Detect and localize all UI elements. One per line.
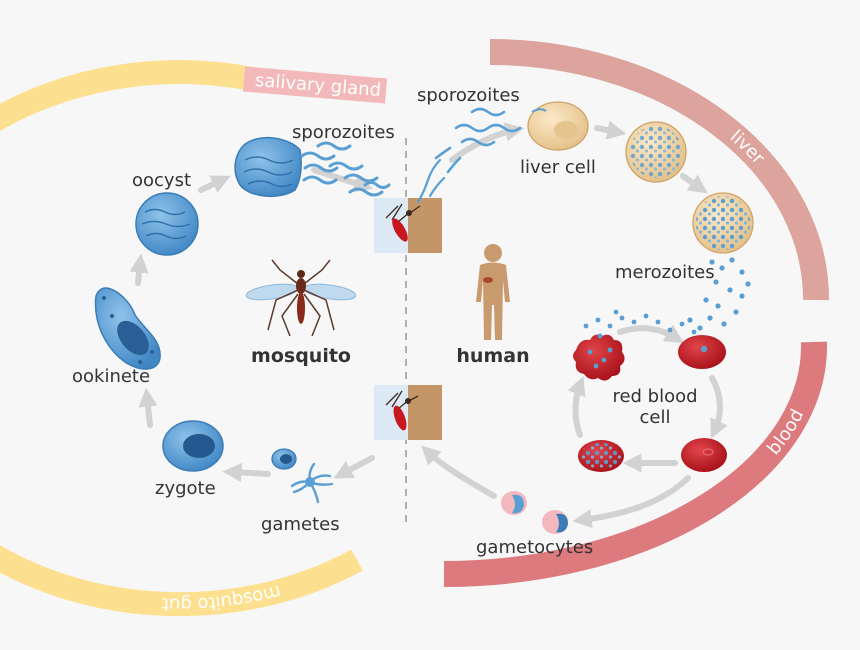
sporozoites-mosquito-label: sporozoites: [292, 122, 395, 143]
arrow-gametocytes-to-bite: [421, 445, 497, 499]
arrow-rbc-to-gametocytes: [572, 475, 691, 529]
merozoites-label: merozoites: [615, 262, 715, 283]
mosquito-icon: [245, 259, 357, 337]
arrow-zygote-to-ookinete: [138, 387, 158, 428]
infected-red-blood-cell-icon: [678, 335, 726, 369]
mosquito-label: mosquito: [251, 345, 351, 367]
infected-liver-cell-icon: [625, 121, 687, 183]
arrow-merozoite-release: [617, 324, 685, 344]
arrow-liver-cell-to-infected: [594, 120, 627, 140]
sporozoites-human-icon: [434, 107, 522, 174]
mosquito-bite-top-icon: [374, 158, 446, 253]
red-blood-cell-label-line2: cell: [640, 407, 671, 428]
arrow-gametes-to-zygote: [222, 462, 271, 483]
bursting-red-blood-cell-icon: [573, 309, 697, 381]
gametes-icon: [271, 448, 334, 504]
mosquito-bite-bottom-icon: [374, 385, 442, 440]
gametocytes-icon: [501, 491, 568, 534]
arrow-sporozoites-to-gland: [311, 167, 374, 193]
human-silhouette-icon: [476, 244, 510, 340]
sporozoites-human-label: sporozoites: [417, 85, 520, 106]
liver-band: [489, 39, 830, 301]
arrow-oocyst-to-sporozoites: [198, 175, 231, 193]
arrow-bite-to-gametes: [333, 455, 375, 479]
ookinete-icon: [94, 287, 161, 370]
ookinete-label: ookinete: [72, 366, 150, 387]
red-blood-cell-label-line1: red blood: [612, 386, 697, 407]
arrow-infected-to-schizont: [680, 173, 708, 194]
schizont-red-blood-cell-icon: [578, 440, 624, 472]
merozoites-release-icon: [687, 257, 751, 331]
gametes-label: gametes: [261, 514, 340, 535]
arrow-rbc-down: [709, 375, 728, 439]
mosquito-gut-label: mosquito gut: [161, 581, 283, 615]
zygote-icon: [162, 420, 224, 472]
liver-schizont-icon: [692, 192, 754, 254]
oocyst-label: oocyst: [132, 170, 191, 191]
gametocytes-label: gametocytes: [476, 537, 593, 558]
salivary-gland-band: [242, 66, 388, 104]
blood-band: [443, 341, 828, 587]
mosquito-gut-band: [0, 60, 363, 617]
human-label: human: [456, 345, 529, 367]
liver-cell-icon: [527, 101, 589, 151]
arrow-ookinete-to-oocyst: [129, 253, 149, 286]
liver-cell-label: liver cell: [520, 157, 596, 178]
sporozoite-bundle-icon: [234, 137, 391, 198]
red-blood-cell-icon: [681, 438, 727, 472]
arrow-trophozoite-up: [567, 376, 586, 438]
oocyst-icon: [135, 192, 199, 256]
zygote-label: zygote: [155, 478, 216, 499]
